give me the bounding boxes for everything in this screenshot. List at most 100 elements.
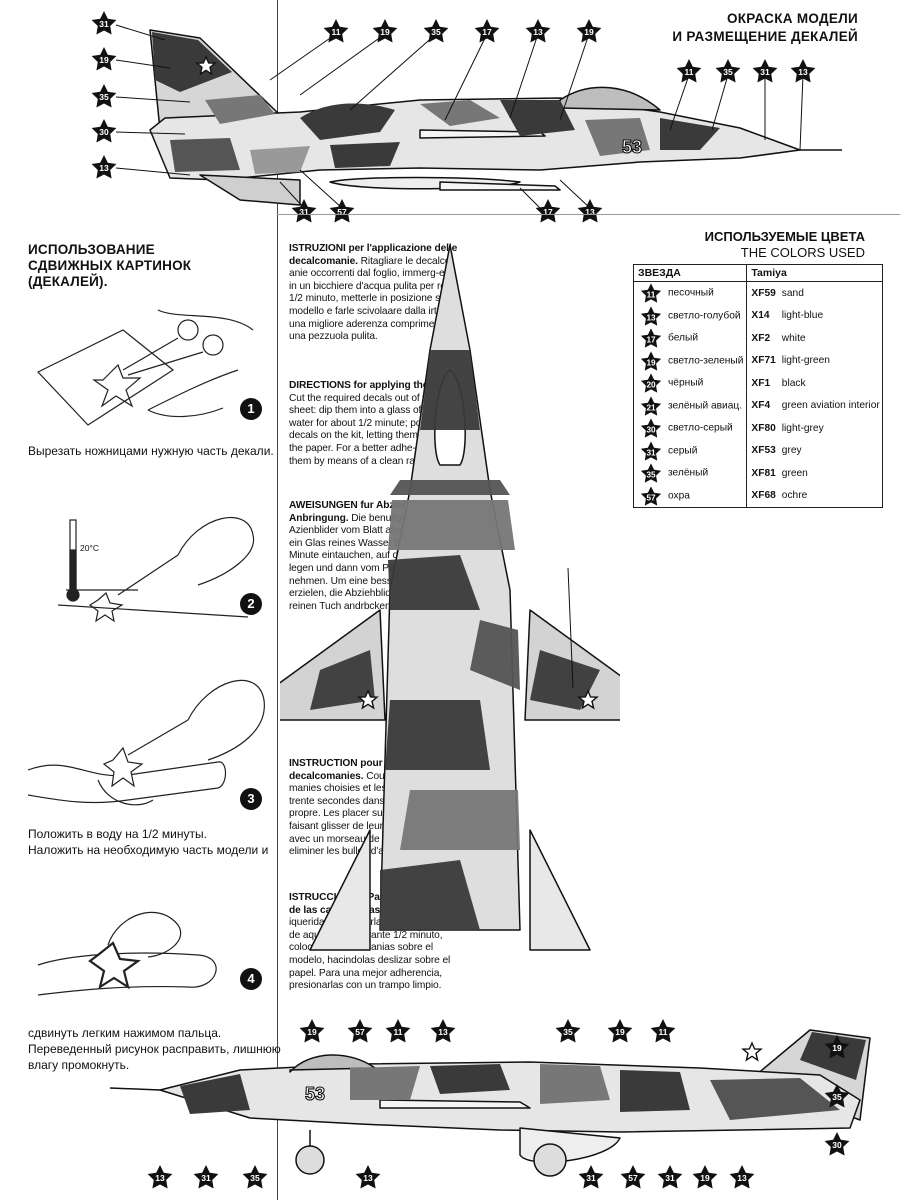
tamiya-code: X14: [751, 310, 770, 322]
svg-text:31: 31: [665, 1173, 675, 1183]
svg-text:13: 13: [533, 27, 543, 37]
svg-text:19: 19: [832, 1043, 842, 1053]
step-1-caption: Вырезать ножницами нужную часть декали.: [28, 444, 274, 458]
svg-text:57: 57: [355, 1027, 365, 1037]
svg-text:35: 35: [723, 67, 733, 77]
colors-title: ИСПОЛЬЗУЕМЫЕ ЦВЕТА THE COLORS USED: [704, 229, 865, 260]
colors-col-tamiya: Tamiya: [746, 264, 883, 282]
tamiya-code: XF81: [751, 467, 776, 479]
tamiya-code: XF59: [751, 287, 776, 299]
step-1-badge: 1: [240, 398, 262, 420]
svg-text:35: 35: [563, 1027, 573, 1037]
svg-text:57: 57: [337, 207, 347, 217]
colors-col-star: ЗВЕЗДА: [633, 264, 748, 282]
instructions-english: DIRECTIONS for applying the decals. Cut …: [289, 380, 465, 467]
svg-text:31: 31: [299, 207, 309, 217]
instructions-german: AWEISUNGEN fur Abziehblider-Anbringung. …: [289, 500, 458, 612]
star-number-icon: 30: [640, 418, 662, 438]
svg-text:13: 13: [646, 313, 656, 322]
svg-text:35: 35: [431, 27, 441, 37]
svg-text:31: 31: [646, 448, 656, 457]
svg-text:35: 35: [646, 471, 656, 480]
color-name-en: light-blue: [781, 310, 824, 322]
step-2-illustration: [57, 517, 255, 623]
star-number-icon: 11: [640, 283, 662, 303]
svg-text:19: 19: [380, 27, 390, 37]
svg-text:35: 35: [250, 1173, 260, 1183]
svg-text:53: 53: [305, 1084, 325, 1104]
svg-text:13: 13: [99, 163, 109, 173]
step-3-caption: Положить в воду на 1/2 минуты. Наложить …: [28, 827, 269, 857]
star-number-icon: 17: [640, 328, 662, 348]
svg-text:57: 57: [646, 493, 656, 502]
svg-text:19: 19: [646, 358, 656, 367]
svg-text:13: 13: [798, 67, 808, 77]
tamiya-code: XF80: [751, 422, 776, 434]
color-name-en: light-green: [781, 355, 830, 367]
star-number-icon: 20: [640, 373, 662, 393]
svg-text:35: 35: [832, 1092, 842, 1102]
step-4-illustration: [37, 911, 217, 996]
tamiya-code: XF71: [751, 355, 776, 367]
title-line-2: И РАЗМЕЩЕНИЕ ДЕКАЛЕЙ: [672, 29, 858, 44]
tamiya-code: XF68: [751, 490, 776, 502]
svg-text:53: 53: [622, 137, 642, 157]
svg-text:17: 17: [543, 207, 553, 217]
svg-text:11: 11: [332, 27, 341, 37]
svg-text:13: 13: [155, 1173, 165, 1183]
tamiya-code: XF2: [751, 332, 771, 344]
svg-text:11: 11: [647, 291, 656, 300]
color-name-en: white: [781, 332, 806, 344]
svg-text:19: 19: [307, 1027, 317, 1037]
svg-text:31: 31: [586, 1173, 596, 1183]
star-number-icon: 13: [640, 306, 662, 326]
color-name-en: light-grey: [781, 422, 824, 434]
color-name-en: black: [781, 377, 806, 389]
svg-text:11: 11: [659, 1027, 668, 1037]
page-title: ОКРАСКА МОДЕЛИ И РАЗМЕЩЕНИЕ ДЕКАЛЕЙ: [672, 10, 858, 46]
section-divider: [277, 214, 900, 215]
svg-text:20: 20: [646, 381, 656, 390]
svg-text:30: 30: [99, 127, 109, 137]
svg-text:13: 13: [585, 207, 595, 217]
svg-text:35: 35: [99, 92, 109, 102]
svg-text:31: 31: [201, 1173, 211, 1183]
step-4-badge: 4: [240, 968, 262, 990]
color-name-en: ochre: [781, 490, 808, 502]
star-number-icon: 21: [640, 396, 662, 416]
svg-text:13: 13: [363, 1173, 373, 1183]
svg-text:11: 11: [394, 1027, 403, 1037]
svg-text:11: 11: [685, 67, 694, 77]
plan-view-aircraft: 19 35 11 57: [280, 244, 620, 951]
svg-text:17: 17: [482, 27, 492, 37]
tamiya-code: XF53: [751, 445, 776, 457]
svg-text:19: 19: [615, 1027, 625, 1037]
step-1-illustration: [37, 309, 254, 426]
svg-text:19: 19: [700, 1173, 710, 1183]
svg-text:19: 19: [99, 55, 109, 65]
decals-usage-title: ИСПОЛЬЗОВАНИЕ СДВИЖНЫХ КАРТИНОК (ДЕКАЛЕЙ…: [28, 242, 192, 289]
star-number-icon: 31: [640, 441, 662, 461]
bottom-view-callouts: 19 57 11 13 35 19 11 31 19 35 30 13 31 3…: [147, 1019, 850, 1189]
svg-text:13: 13: [438, 1027, 448, 1037]
color-name-en: grey: [781, 445, 802, 457]
svg-text:57: 57: [628, 1173, 638, 1183]
star-number-icon: 19: [640, 351, 662, 371]
